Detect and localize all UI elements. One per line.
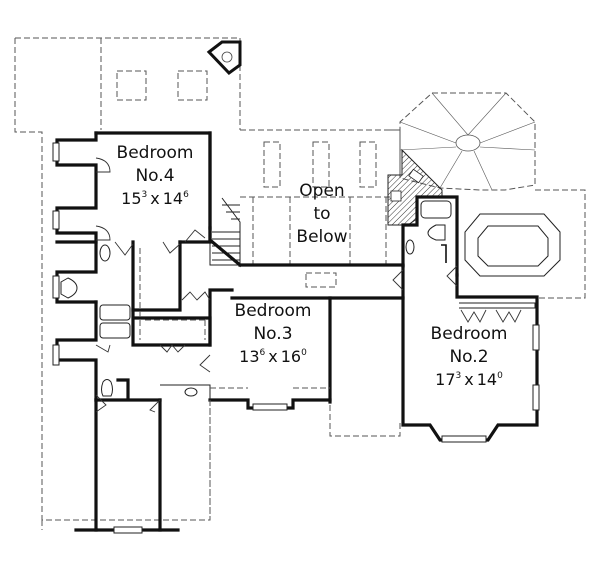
- open-to-below-area: [240, 129, 401, 288]
- room-number: No.2: [449, 347, 488, 367]
- bath-2-walls: [401, 195, 459, 277]
- room-name: Bedroom: [235, 301, 312, 321]
- window: [532, 324, 540, 351]
- window: [52, 210, 60, 230]
- bedroom-2-walls: [238, 263, 540, 443]
- open-label-line2: to: [313, 204, 330, 224]
- window: [252, 403, 288, 411]
- bedroom-4-walls: [52, 131, 243, 312]
- open-label-line3: Below: [296, 227, 347, 247]
- roof-outline-top-left: [14, 37, 241, 521]
- garden-tub: [464, 213, 561, 277]
- stairs: [209, 197, 241, 266]
- window: [52, 344, 60, 366]
- room-number: No.4: [135, 166, 174, 186]
- room-number: No.3: [253, 324, 292, 344]
- bay-window: [441, 435, 487, 443]
- door-swings: [95, 157, 458, 413]
- chimney-chase: [387, 148, 443, 226]
- lower-wing-walls: [41, 398, 211, 534]
- chimney: [206, 40, 242, 75]
- room-name: Bedroom: [117, 143, 194, 163]
- skylight: [177, 70, 208, 101]
- open-to-below-label: Open to Below: [296, 181, 347, 247]
- window: [52, 275, 60, 299]
- skylight: [116, 70, 147, 101]
- room-name: Bedroom: [431, 324, 508, 344]
- central-bath-closets: [52, 248, 212, 402]
- skylight: [305, 272, 337, 288]
- window: [52, 142, 60, 162]
- window: [532, 384, 540, 411]
- open-label-line1: Open: [299, 181, 344, 201]
- window: [113, 526, 143, 534]
